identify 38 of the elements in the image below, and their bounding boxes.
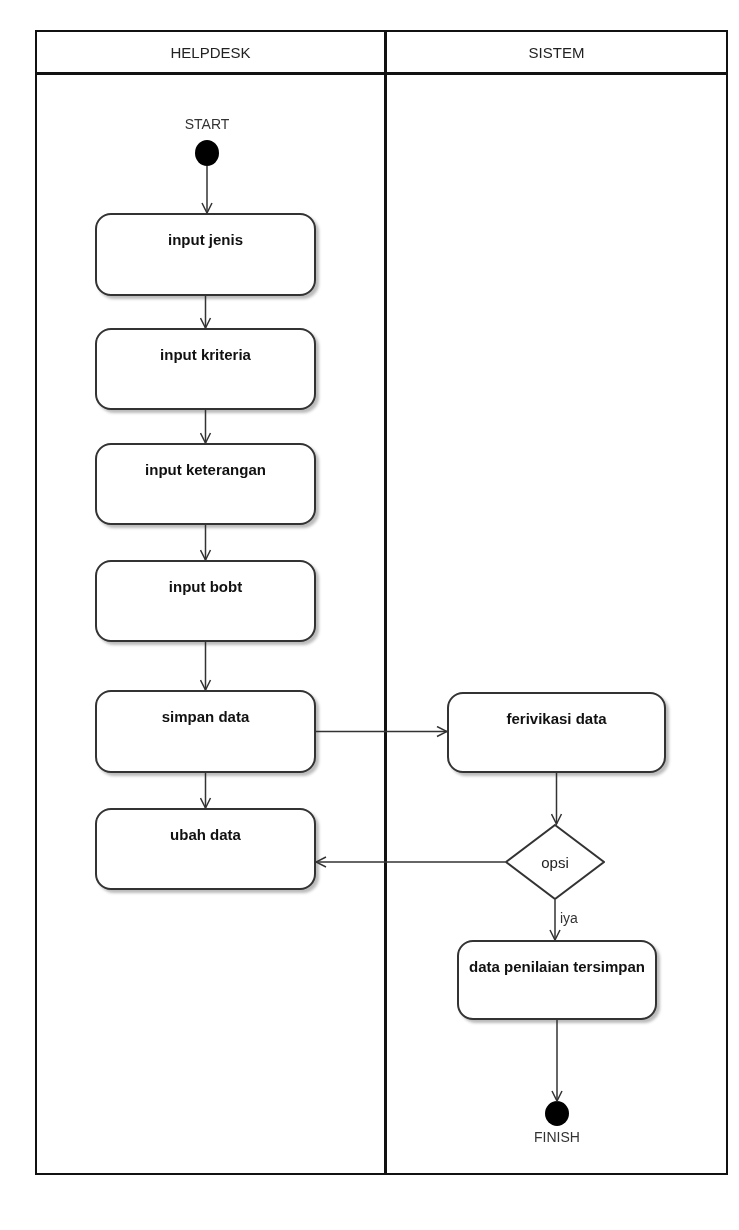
activity-label: ubah data <box>170 826 241 843</box>
end-node <box>545 1101 569 1126</box>
arrow <box>315 725 448 738</box>
edge-label: iya <box>559 910 579 926</box>
swimlane <box>385 30 728 1175</box>
decision-diamond <box>505 824 605 900</box>
arrow <box>199 641 212 691</box>
activity-label: input bobt <box>168 578 243 595</box>
node-caption: START <box>184 116 230 132</box>
activity-label: simpan data <box>161 708 250 725</box>
activity-box <box>95 560 316 642</box>
node-caption: FINISH <box>534 1129 580 1145</box>
lane-title: HELPDESK <box>170 43 251 61</box>
activity-box <box>95 443 316 525</box>
arrow <box>199 295 212 329</box>
arrow <box>551 1019 563 1102</box>
activity-label: data penilaian tersimpan <box>469 958 645 975</box>
activity-box <box>95 808 316 890</box>
activity-label: input jenis <box>168 231 243 248</box>
arrow <box>199 409 212 444</box>
arrow <box>201 165 213 214</box>
activity-box <box>95 328 316 410</box>
activity-box <box>447 692 666 773</box>
activity-box <box>95 213 316 296</box>
activity-label: input kriteria <box>160 346 251 363</box>
arrow <box>550 772 563 825</box>
activity-box <box>457 940 657 1020</box>
arrow <box>199 524 212 561</box>
arrow <box>199 772 212 809</box>
lane-title: SISTEM <box>528 43 585 61</box>
decision-label: opsi <box>541 853 569 871</box>
activity-label: ferivikasi data <box>506 710 607 727</box>
arrow <box>315 856 506 868</box>
activity-label: input keterangan <box>145 461 266 478</box>
swimlane <box>35 30 386 1175</box>
activity-box <box>95 690 316 773</box>
arrow <box>549 899 561 941</box>
start-node <box>195 140 219 166</box>
